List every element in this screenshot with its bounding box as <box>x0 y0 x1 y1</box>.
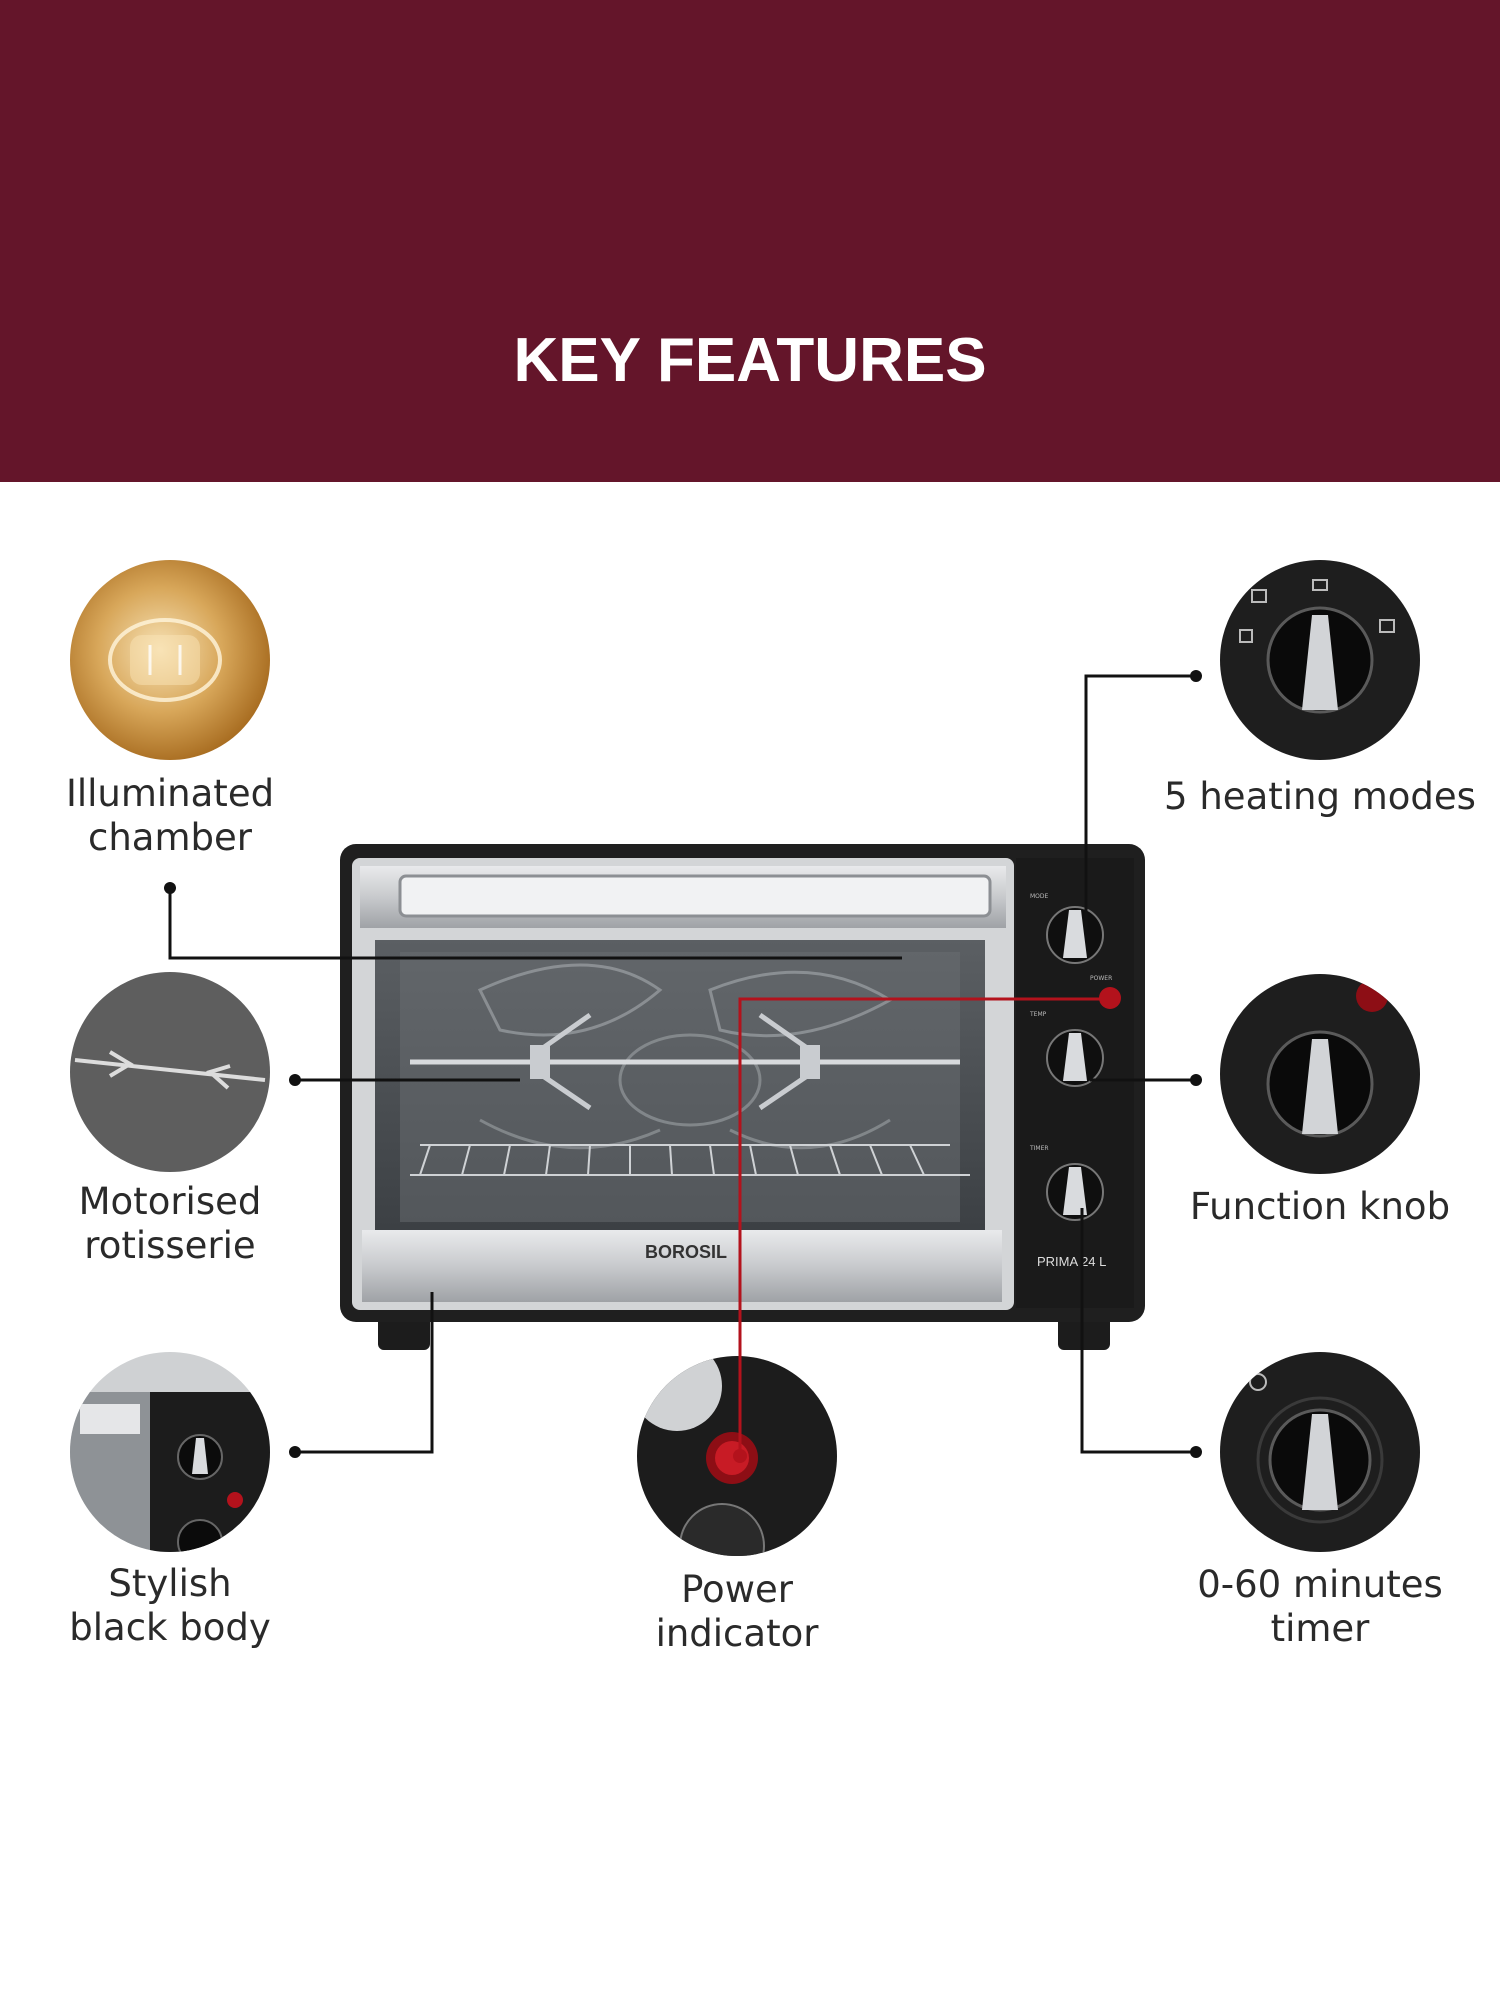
power-light-icon <box>637 1356 765 1556</box>
power-line1: Power <box>681 1568 793 1611</box>
timer-mark: TIMER <box>1029 1145 1049 1152</box>
function-knob-label: Function knob <box>1150 1185 1490 1229</box>
brand-logo: BOROSIL <box>645 1242 727 1262</box>
rotisserie-image <box>70 972 270 1172</box>
rotisserie-line2: rotisserie <box>84 1224 256 1267</box>
page-title: KEY FEATURES <box>513 326 987 395</box>
timer-line2: timer <box>1270 1607 1370 1650</box>
callout-heating-modes <box>1084 674 1196 930</box>
timer-line1: 0-60 minutes <box>1197 1563 1443 1606</box>
illuminated-chamber-image <box>70 560 270 760</box>
callout-illuminated <box>168 888 902 960</box>
spit-icon <box>74 1050 266 1090</box>
lamp-icon <box>108 618 222 702</box>
mode-mark: MODE <box>1030 893 1049 900</box>
heating-modes-label: 5 heating modes <box>1150 775 1490 819</box>
rotisserie-line1: Motorised <box>78 1180 262 1223</box>
body-line2: black body <box>69 1606 271 1649</box>
power-mark: POWER <box>1090 975 1112 982</box>
rotisserie-label: Motorised rotisserie <box>40 1180 300 1268</box>
knob-line1: Function knob <box>1189 1185 1451 1228</box>
power-line2: indicator <box>655 1612 819 1655</box>
illuminated-line1: Illuminated <box>65 772 275 815</box>
illuminated-chamber-label: Illuminated chamber <box>40 772 300 860</box>
illuminated-line2: chamber <box>88 816 252 859</box>
oven-image: BOROSIL MODE POWER TEMP TIMER PRIMA 24 L <box>340 844 1145 1350</box>
timer-label: 0-60 minutes timer <box>1150 1563 1490 1651</box>
timer-image <box>1220 1352 1420 1552</box>
mode-knob-icon <box>1239 579 1395 714</box>
power-indicator-label: Power indicator <box>607 1568 867 1656</box>
heating-modes-image <box>1220 560 1420 760</box>
function-knob-image <box>1220 974 1420 1174</box>
model-label: PRIMA 24 L <box>1037 1254 1106 1269</box>
callout-timer <box>1080 1208 1196 1454</box>
black-body-label: Stylish black body <box>40 1562 300 1650</box>
function-knob-icon <box>1266 980 1388 1138</box>
power-indicator-image <box>637 1356 837 1556</box>
body-line1: Stylish <box>108 1562 232 1605</box>
callout-power-indicator <box>738 997 1110 1456</box>
temp-mark: TEMP <box>1029 1011 1047 1018</box>
header-banner: KEY FEATURES <box>0 0 1500 482</box>
callout-black-body <box>295 1292 434 1454</box>
timer-knob-icon <box>1249 1373 1384 1524</box>
modes-line1: 5 heating modes <box>1164 775 1476 818</box>
